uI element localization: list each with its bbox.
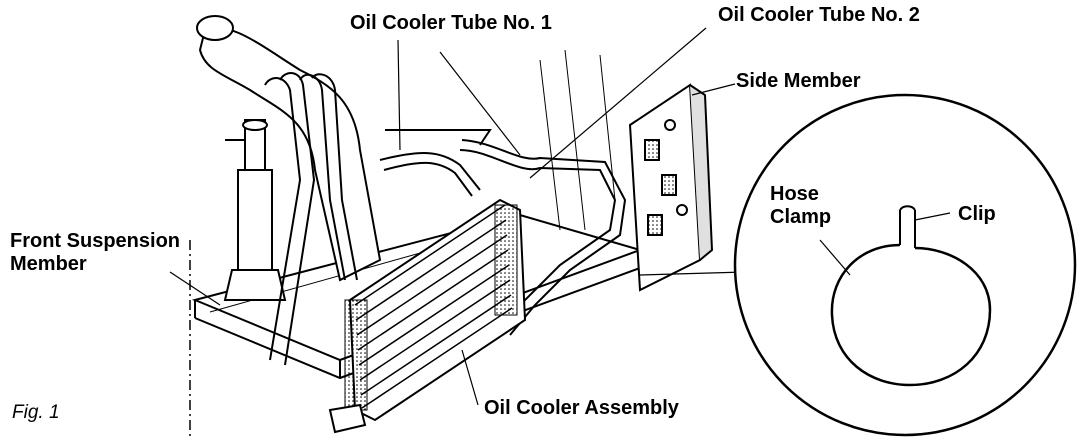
hose-clamp-label-line-1: Hose	[770, 183, 819, 205]
intake-pipe	[196, 15, 382, 282]
coolant-hoses	[264, 72, 358, 366]
hose-clamp-label-line-2: Clamp	[770, 206, 832, 228]
oil-cooler-assembly-label: Oil Cooler Assembly	[484, 397, 679, 419]
front-suspension-member-label: Front Suspension Member	[10, 230, 180, 276]
clip-label: Clip	[958, 203, 996, 225]
shock-absorber	[223, 119, 287, 301]
leader-lines	[169, 27, 746, 406]
oil-cooler-assembly	[328, 198, 527, 434]
hose-clamp-detail	[733, 93, 1077, 437]
oil-cooler-tube-2	[459, 139, 627, 336]
oil-cooler-tube-1	[379, 129, 492, 197]
side-member	[628, 83, 714, 292]
oil-cooler-tube-1-label: Oil Cooler Tube No. 1	[350, 12, 552, 34]
front-suspension-label-line-1: Front Suspension	[10, 230, 180, 252]
figure-label: Fig. 1	[12, 402, 60, 423]
side-member-label: Side Member	[736, 70, 861, 92]
hose-clamp-label: Hose Clamp	[770, 183, 831, 229]
front-suspension-label-line-2: Member	[10, 253, 87, 275]
oil-cooler-tube-2-label: Oil Cooler Tube No. 2	[718, 4, 920, 26]
